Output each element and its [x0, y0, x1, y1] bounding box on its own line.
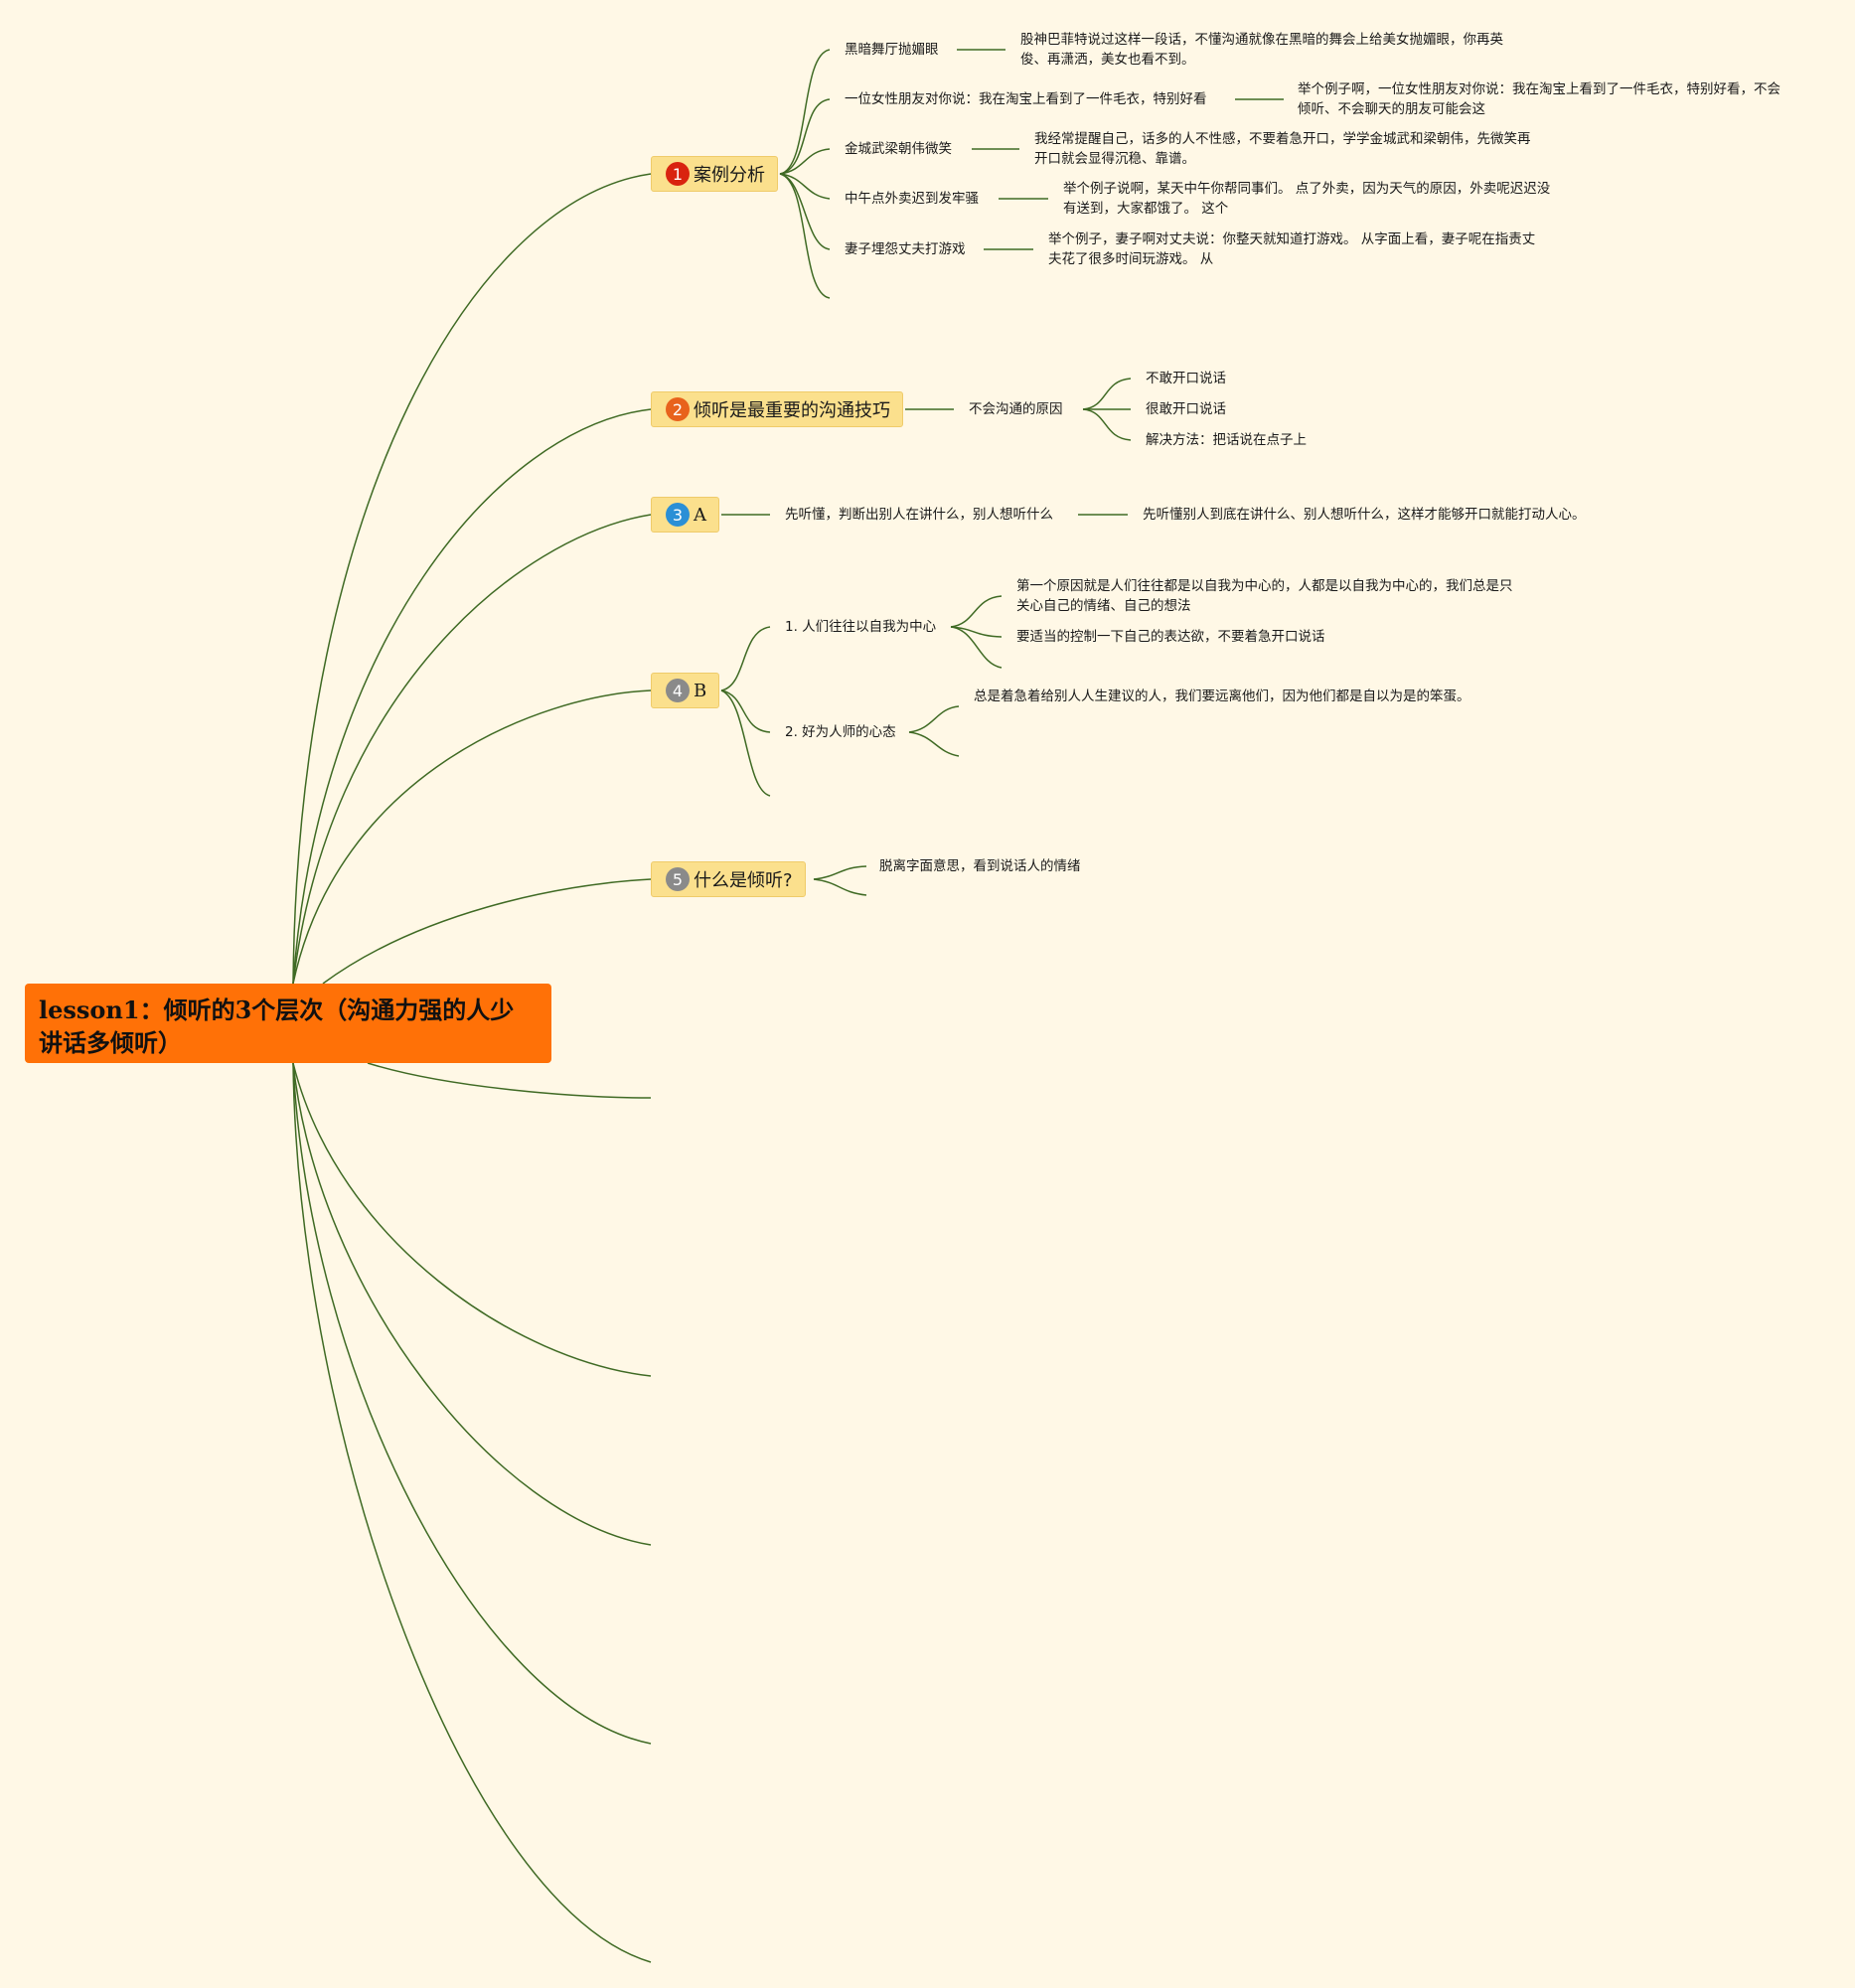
subtopic-takeout[interactable]: 中午点外卖迟到发牢骚 — [845, 191, 979, 207]
subtopic-self-centered[interactable]: 1. 人们往往以自我为中心 — [785, 619, 937, 635]
link-root-empty-4 — [292, 1062, 652, 1745]
item-dare-speak[interactable]: 很敢开口说话 — [1146, 401, 1226, 417]
item-lecturing-note[interactable]: 总是着急着给别人人生建议的人，我们要远离他们，因为他们都是自以为是的笨蛋。 — [974, 688, 1470, 704]
topic-b[interactable]: 4 B — [651, 673, 720, 708]
link-t4-c2-i2 — [908, 731, 960, 757]
link-root-topic-4 — [292, 689, 652, 985]
link-t5-c2 — [813, 878, 867, 896]
link-t1-c3 — [779, 148, 831, 175]
link-t4-c2 — [720, 689, 771, 733]
link-root-topic-1 — [292, 173, 652, 985]
link-root-topic-3 — [292, 514, 652, 985]
link-t4-c1-i3 — [950, 626, 1003, 669]
topic-label: 倾听是最重要的沟通技巧 — [694, 400, 890, 421]
link-root-empty-3 — [292, 1062, 652, 1546]
link-t1-c1 — [779, 49, 831, 175]
link-t4-c2-i1 — [908, 705, 960, 733]
subtopic-reason[interactable]: 不会沟通的原因 — [969, 401, 1063, 417]
link-t4-c1-i1 — [950, 595, 1003, 628]
note-female-friend: 举个例子啊，一位女性朋友对你说：我在淘宝上看到了一件毛衣，特别好看，不会倾听、不… — [1298, 81, 1780, 117]
subtopic-female-friend[interactable]: 一位女性朋友对你说：我在淘宝上看到了一件毛衣，特别好看 — [845, 91, 1207, 107]
topic-label: 案例分析 — [694, 165, 765, 186]
subtopic-dark-dance[interactable]: 黑暗舞厅抛媚眼 — [845, 42, 939, 58]
link-t4-c1 — [720, 626, 771, 691]
item-solution[interactable]: 解决方法：把话说在点子上 — [1146, 432, 1307, 448]
link-t4-c3 — [720, 689, 771, 797]
link-t2-sub3 — [1082, 408, 1132, 441]
priority-2-icon: 2 — [666, 397, 690, 421]
note-dark-dance: 股神巴菲特说过这样一段话，不懂沟通就像在黑暗的舞会上给美女抛媚眼，你再英俊、再潇… — [1020, 32, 1503, 68]
link-t5-c1 — [813, 865, 867, 880]
link-root-topic-2 — [292, 408, 652, 985]
topic-label: 什么是倾听? — [694, 870, 793, 891]
link-root-empty-2 — [292, 1062, 652, 1377]
subtopic-emotion[interactable]: 脱离字面意思，看到说话人的情绪 — [879, 858, 1081, 874]
topic-listening-skill[interactable]: 2 倾听是最重要的沟通技巧 — [651, 391, 903, 427]
link-root-topic-5 — [322, 878, 652, 985]
note-takeout: 举个例子说啊，某天中午你帮同事们。 点了外卖，因为天气的原因，外卖呢迟迟没有送到… — [1063, 181, 1551, 217]
topic-label: A — [694, 504, 706, 526]
link-t1-c4 — [779, 173, 831, 200]
note-wife-game: 举个例子，妻子啊对丈夫说：你整天就知道打游戏。 从字面上看，妻子呢在指责丈夫花了… — [1048, 231, 1536, 267]
root-topic[interactable]: lesson1：倾听的3个层次（沟通力强的人少讲话多倾听） — [25, 984, 551, 1063]
note-understand-first: 先听懂别人到底在讲什么、别人想听什么，这样才能够开口就能打动人心。 — [1143, 507, 1586, 523]
root-title: lesson1：倾听的3个层次（沟通力强的人少讲话多倾听） — [39, 995, 515, 1057]
priority-1-icon: 1 — [666, 162, 690, 186]
item-dare-not-speak[interactable]: 不敢开口说话 — [1146, 371, 1226, 386]
priority-3-icon: 3 — [666, 503, 690, 527]
topic-what-is-listening[interactable]: 5 什么是倾听? — [651, 861, 806, 897]
topic-case-analysis[interactable]: 1 案例分析 — [651, 156, 778, 192]
link-t1-c2 — [779, 98, 831, 175]
link-t1-c6 — [779, 173, 831, 299]
item-self-centered-reason[interactable]: 第一个原因就是人们往往都是以自我为中心的，人都是以自我为中心的，我们总是只关心自… — [1016, 578, 1513, 614]
link-root-empty-5 — [292, 1062, 652, 1963]
topic-label: B — [694, 680, 707, 701]
subtopic-lecturing[interactable]: 2. 好为人师的心态 — [785, 724, 896, 740]
link-root-empty-1 — [367, 1062, 652, 1099]
subtopic-understand-first[interactable]: 先听懂，判断出别人在讲什么，别人想听什么 — [785, 507, 1053, 523]
subtopic-smile[interactable]: 金城武梁朝伟微笑 — [845, 141, 952, 157]
link-t2-sub1 — [1082, 378, 1132, 410]
item-control-expression[interactable]: 要适当的控制一下自己的表达欲，不要着急开口说话 — [1016, 629, 1325, 645]
priority-4-icon: 4 — [666, 679, 690, 702]
priority-5-icon: 5 — [666, 867, 690, 891]
note-smile: 我经常提醒自己，话多的人不性感，不要着急开口，学学金城武和梁朝伟，先微笑再开口就… — [1034, 131, 1531, 167]
topic-a[interactable]: 3 A — [651, 497, 719, 533]
subtopic-wife-game[interactable]: 妻子埋怨丈夫打游戏 — [845, 241, 966, 257]
